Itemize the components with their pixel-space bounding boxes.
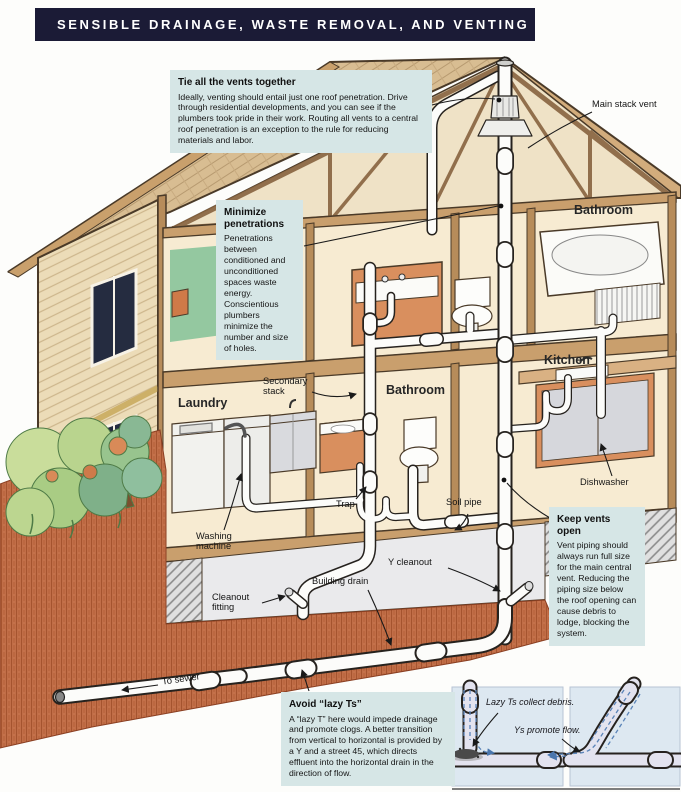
label-kitchen: Kitchen: [544, 353, 590, 367]
main-toilet: [399, 416, 439, 484]
y-cleanout-fitting: [507, 584, 531, 605]
callout-tie-vents: Tie all the vents together Ideally, vent…: [170, 70, 432, 154]
label-y-cleanout: Y cleanout: [388, 557, 432, 567]
leaders: [121, 97, 613, 753]
attic-vent-pipe: [428, 72, 502, 234]
right-wall: [667, 194, 677, 510]
callout-lazy-ts-body: A “lazy T” here would impede drainage an…: [289, 713, 443, 779]
label-building-drain: Building drain: [312, 576, 369, 586]
caption-ys: Ys promote flow.: [514, 725, 581, 735]
pipes: [52, 56, 618, 705]
soil-pipe: [409, 466, 501, 530]
callout-minimize: Minimize penetrations Penetrations betwe…: [216, 200, 303, 361]
cleanout-fitting: [287, 590, 307, 608]
callout-keep-vents-body: Vent piping should always run full size …: [557, 540, 637, 638]
bushes: [5, 415, 163, 539]
callout-lazy-ts-title: Avoid “lazy Ts”: [289, 699, 362, 710]
bath-vanity: [319, 418, 367, 474]
label-washing-machine: Washing machine: [196, 531, 232, 552]
label-laundry: Laundry: [178, 396, 228, 410]
washer-hose: [224, 422, 247, 438]
roof-vent: [477, 59, 533, 137]
caption-lazy-ts: Lazy Ts collect debris.: [486, 697, 575, 707]
washers: [171, 414, 271, 514]
inset-lazy-t: [444, 679, 571, 787]
callout-keep-vents: Keep vents open Vent piping should alway…: [549, 507, 645, 646]
twig: [125, 490, 135, 509]
label-bathroom-upper: Bathroom: [574, 203, 634, 217]
label-bathroom-main: Bathroom: [386, 383, 446, 397]
debris: [453, 749, 479, 759]
callout-lazy-ts: Avoid “lazy Ts” A “lazy T” here would im…: [281, 692, 455, 787]
title-bar: SENSIBLE DRAINAGE, WASTE REMOVAL, AND VE…: [35, 8, 535, 41]
inset-y: [547, 676, 681, 787]
callout-keep-vents-title: Keep vents open: [557, 514, 611, 537]
label-soil-pipe: Soil pipe: [446, 497, 482, 507]
callout-tie-vents-body: Ideally, venting should entail just one …: [178, 91, 418, 146]
laundry-drain: [242, 434, 364, 512]
chair: [171, 288, 189, 318]
label-main-stack-vent: Main stack vent: [592, 99, 657, 109]
label-trap: Trap: [336, 499, 355, 509]
callout-minimize-body: Penetrations between conditioned and unc…: [224, 233, 289, 353]
label-secondary-stack: Secondary stack: [263, 376, 308, 397]
callout-minimize-title: Minimize penetrations: [224, 207, 285, 230]
callout-tie-vents-title: Tie all the vents together: [178, 77, 296, 88]
page-title: SENSIBLE DRAINAGE, WASTE REMOVAL, AND VE…: [57, 17, 530, 32]
label-cleanout-fitting: Cleanout fitting: [212, 592, 250, 613]
secondary-stack-pipe: [298, 263, 375, 619]
building-drain-pipe: [234, 600, 511, 682]
label-dishwasher: Dishwasher: [580, 477, 629, 487]
laundry-sink: [269, 399, 317, 474]
